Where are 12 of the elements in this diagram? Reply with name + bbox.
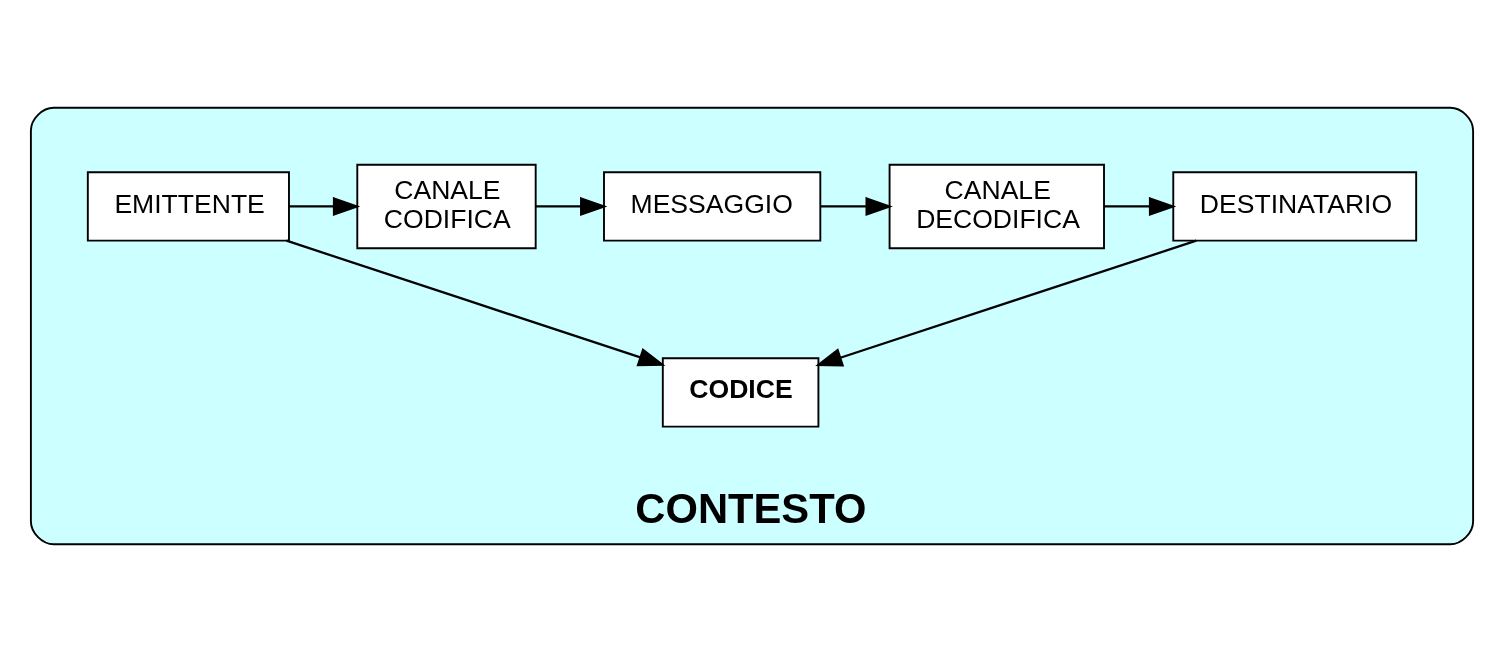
arrow [286,239,666,366]
node-box: CANALE DECODIFICA [888,163,1105,249]
arrow [820,196,893,216]
node-box: MESSAGGIO [603,170,822,242]
arrow [815,239,1197,367]
arrow [535,196,608,216]
arrow [289,196,361,216]
node-box: CODICE [661,356,820,427]
node-box: CANALE CODIFICA [356,163,537,249]
node-box: DESTINATARIO [1172,170,1418,242]
node-box: EMITTENTE [86,170,290,242]
arrow [1104,196,1177,216]
